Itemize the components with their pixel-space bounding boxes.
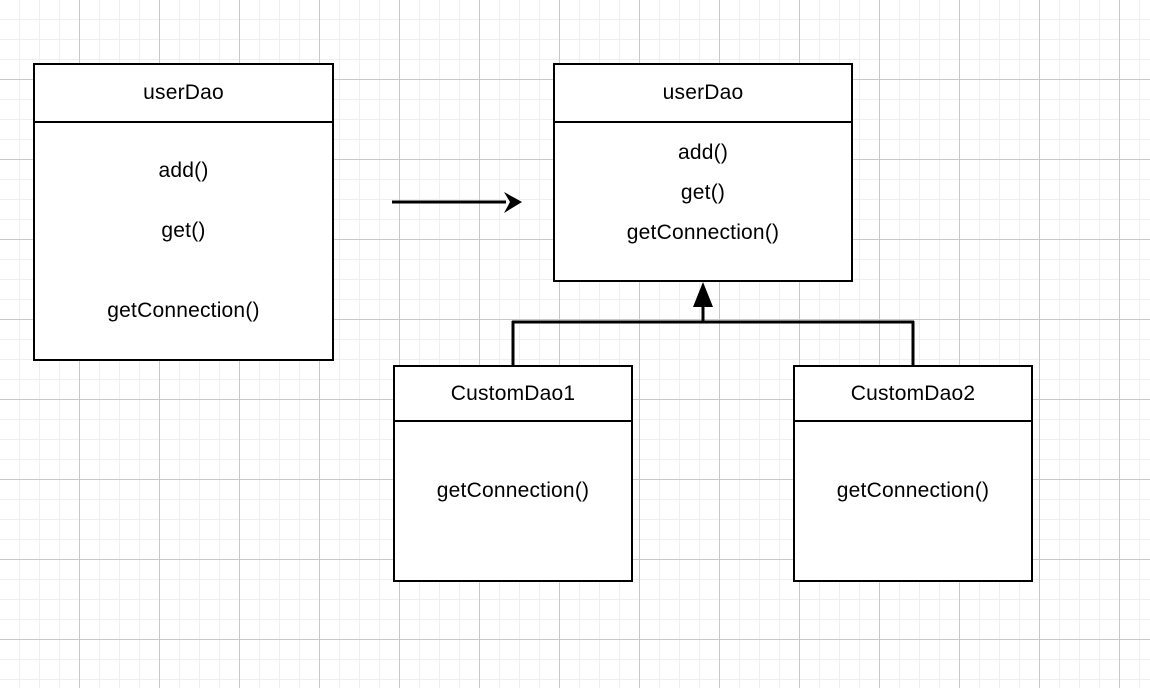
class-box-target-user-dao[interactable]: userDao add() get() getConnection() [553,63,853,282]
method-item: add() [158,159,209,182]
class-box-custom-dao-2[interactable]: CustomDao2 getConnection() [793,365,1033,582]
class-title-custom-dao-2: CustomDao2 [795,367,1031,422]
class-title-source-user-dao: userDao [35,65,332,123]
method-item: getConnection() [626,221,780,244]
class-box-source-user-dao[interactable]: userDao add() get() getConnection() [33,63,334,361]
arrowhead-icon [504,192,522,213]
class-members-custom-dao-1: getConnection() [395,422,631,580]
inheritance-triangle-icon [693,282,713,307]
refactor-arrow-connector [392,192,522,213]
method-item: getConnection() [436,479,590,502]
method-item: add() [677,141,729,164]
method-item: get() [680,181,726,204]
method-item: get() [161,219,206,242]
method-item: getConnection() [107,299,260,322]
class-title-target-user-dao: userDao [555,65,851,123]
class-title-custom-dao-1: CustomDao1 [395,367,631,422]
class-members-source-user-dao: add() get() getConnection() [35,123,332,359]
class-members-custom-dao-2: getConnection() [795,422,1031,580]
generalization-connector [511,282,915,366]
method-item: getConnection() [836,479,990,502]
class-box-custom-dao-1[interactable]: CustomDao1 getConnection() [393,365,633,582]
class-members-target-user-dao: add() get() getConnection() [555,123,851,280]
